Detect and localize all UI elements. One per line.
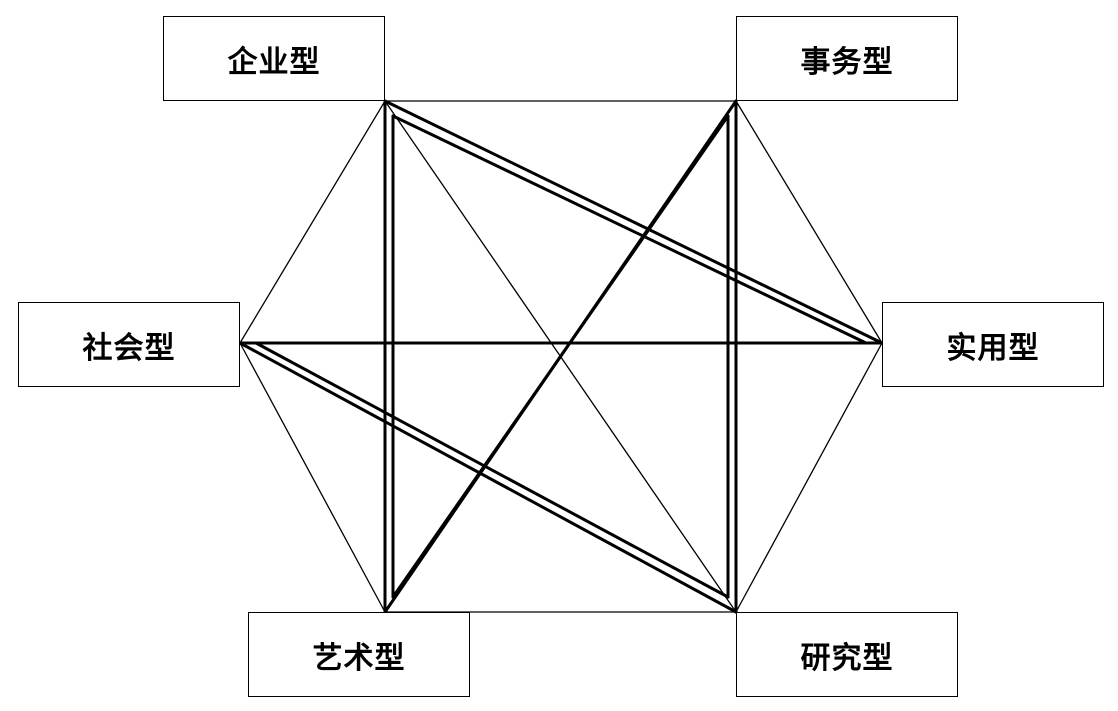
double-edge-inner-investigative-social — [254, 341, 730, 599]
thin-edge-social-enterprising — [239, 100, 386, 344]
double-edge-inner-realistic-enterprising — [391, 114, 868, 345]
double-edge-outer-realistic-enterprising — [383, 99, 884, 345]
node-enterprising: 企业型 — [163, 16, 385, 101]
double-edge-outer-investigative-social — [238, 341, 738, 614]
thin-edge-artistic-social — [239, 342, 386, 613]
node-social: 社会型 — [18, 302, 240, 387]
thin-edge-realistic-investigative — [735, 342, 883, 613]
node-realistic: 实用型 — [882, 302, 1104, 387]
double-edge-inner-artistic-conventional — [391, 114, 730, 599]
node-investigative: 研究型 — [736, 612, 958, 697]
node-conventional: 事务型 — [736, 16, 958, 101]
thin-edge-conventional-realistic — [735, 100, 883, 344]
node-artistic: 艺术型 — [248, 612, 470, 697]
